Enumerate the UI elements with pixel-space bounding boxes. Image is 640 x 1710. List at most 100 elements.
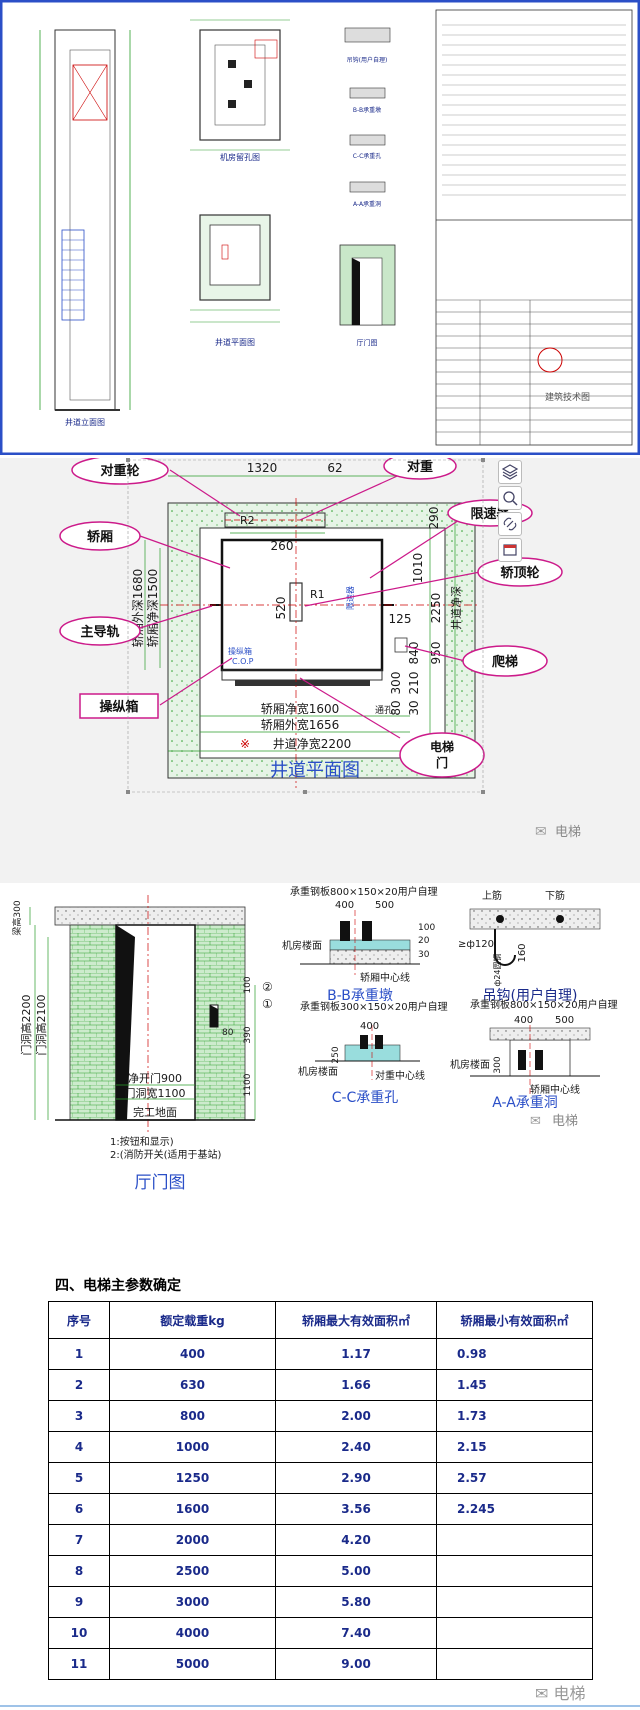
cell-max: 1.17 <box>275 1338 437 1370</box>
cell-min <box>436 1524 593 1556</box>
cell-min: 2.245 <box>436 1493 593 1525</box>
layers-icon[interactable] <box>498 460 522 484</box>
dim-80: 80 <box>389 700 403 715</box>
aa-center: 轿厢中心线 <box>530 1083 580 1096</box>
cc-center: 对重中心线 <box>375 1069 425 1082</box>
dim-840: 840 <box>407 642 421 665</box>
parameter-table-panel: 四、电梯主参数确定 序号 额定载重kg 轿厢最大有效面积㎡ 轿厢最小有效面积㎡ … <box>0 1265 640 1710</box>
cell-no: 5 <box>48 1462 110 1494</box>
hook-label: 吊钩(用户自理) <box>347 56 388 64</box>
door-note-2: 2:(消防开关(适用于基站) <box>110 1148 222 1161</box>
shaft-section-label: 井道立面图 <box>65 417 105 427</box>
dim-80: 80 <box>222 1028 234 1038</box>
cell-min: 2.15 <box>436 1431 593 1463</box>
cell-no: 4 <box>48 1431 110 1463</box>
car-outer-width: 轿厢外宽1656 <box>261 717 340 732</box>
aa-label: A-A承重洞 <box>353 200 381 208</box>
aa-plate: 承重钢板800×150×20用户自理 <box>470 998 618 1011</box>
cell-no: 10 <box>48 1617 110 1649</box>
dim-100: 100 <box>243 976 253 993</box>
aa-d300: 300 <box>493 1056 503 1073</box>
hall-door-label: 厅门图 <box>357 338 378 347</box>
cell-load: 630 <box>109 1369 276 1401</box>
cell-load: 2500 <box>109 1555 276 1587</box>
cell-max: 5.80 <box>275 1586 437 1618</box>
door-beam-height: 梁高300 <box>11 900 23 935</box>
hook-bottom: 下筋 <box>545 889 565 902</box>
governor-label-small: 限速器 <box>346 586 355 610</box>
shaft-plan-title: 井道平面图 <box>270 760 360 781</box>
pit-label: 通孔 <box>375 705 393 716</box>
bb-d30: 30 <box>418 950 430 960</box>
cell-load: 4000 <box>109 1617 276 1649</box>
link-icon[interactable] <box>498 512 522 536</box>
panel2-watermark: 电梯 <box>555 825 581 840</box>
zoom-icon[interactable] <box>498 486 522 510</box>
cell-no: 3 <box>48 1400 110 1432</box>
cell-max: 2.90 <box>275 1462 437 1494</box>
door-opening-height-2: 门洞高2100 <box>34 995 48 1056</box>
dim-260: 260 <box>271 539 294 553</box>
cell-min <box>436 1648 593 1680</box>
dim-125: 125 <box>389 612 412 626</box>
window-icon[interactable] <box>498 538 522 562</box>
bb-center: 轿厢中心线 <box>360 971 410 984</box>
car-inner-width: 轿厢净宽1600 <box>261 701 340 716</box>
cell-max: 1.66 <box>275 1369 437 1401</box>
parameter-table-title: 四、电梯主参数确定 <box>55 1278 181 1294</box>
dim-1010: 1010 <box>411 553 425 584</box>
note-mark: ※ <box>240 737 250 751</box>
cell-load: 1600 <box>109 1493 276 1525</box>
callout-door-1: 电梯 <box>430 739 454 754</box>
cell-load: 2000 <box>109 1524 276 1556</box>
cell-load: 1000 <box>109 1431 276 1463</box>
cc-floor: 机房楼面 <box>298 1065 338 1078</box>
cell-min <box>436 1586 593 1618</box>
wechat-icon: ✉ <box>535 824 547 840</box>
cell-max: 4.20 <box>275 1524 437 1556</box>
cell-no: 6 <box>48 1493 110 1525</box>
cell-load: 3000 <box>109 1586 276 1618</box>
shaft-depth: 井道净深 <box>449 586 463 630</box>
hook-d160: 160 <box>517 943 528 962</box>
door-clear-width: 净开门900 <box>128 1071 182 1085</box>
dim-2250: 2250 <box>429 593 443 624</box>
panel4-watermark-text: 电梯 <box>553 1684 586 1703</box>
bb-title: B-B承重墩 <box>327 988 393 1004</box>
callout-main-rail: 主导轨 <box>80 624 119 640</box>
dim-290: 290 <box>427 507 441 530</box>
bottom-divider <box>0 1705 640 1707</box>
dim-950: 950 <box>429 642 443 665</box>
cell-no: 1 <box>48 1338 110 1370</box>
aa-floor: 机房楼面 <box>450 1058 490 1071</box>
callout-door-2: 门 <box>436 755 448 770</box>
door-opening-width: 门洞宽1100 <box>125 1086 186 1100</box>
bb-d400: 400 <box>335 900 354 911</box>
door-opening-height: 门洞高2200 <box>19 995 33 1056</box>
table-header-row: 序号 额定载重kg 轿厢最大有效面积㎡ 轿厢最小有效面积㎡ <box>48 1301 593 1339</box>
callout-cw-sheave: 对重轮 <box>100 463 139 479</box>
bb-label: B-B承重墩 <box>353 106 381 114</box>
cell-min: 2.57 <box>436 1462 593 1494</box>
callout-car-sheave: 轿顶轮 <box>500 565 539 581</box>
panel4-watermark: ✉ 电梯 <box>535 1680 586 1704</box>
cell-max: 5.00 <box>275 1555 437 1587</box>
r2-label: R2 <box>240 514 255 527</box>
cell-max: 9.00 <box>275 1648 437 1680</box>
cell-load: 800 <box>109 1400 276 1432</box>
cc-plate: 承重钢板300×150×20用户自理 <box>300 1000 448 1013</box>
header-load: 额定载重kg <box>109 1301 276 1339</box>
bb-d20: 20 <box>418 936 430 946</box>
cc-d400: 400 <box>360 1021 379 1032</box>
header-max-area: 轿厢最大有效面积㎡ <box>275 1301 437 1339</box>
aa-d400: 400 <box>514 1015 533 1026</box>
callout-car: 轿厢 <box>87 529 113 545</box>
cell-load: 5000 <box>109 1648 276 1680</box>
dim-1100: 1100 <box>243 1073 253 1096</box>
